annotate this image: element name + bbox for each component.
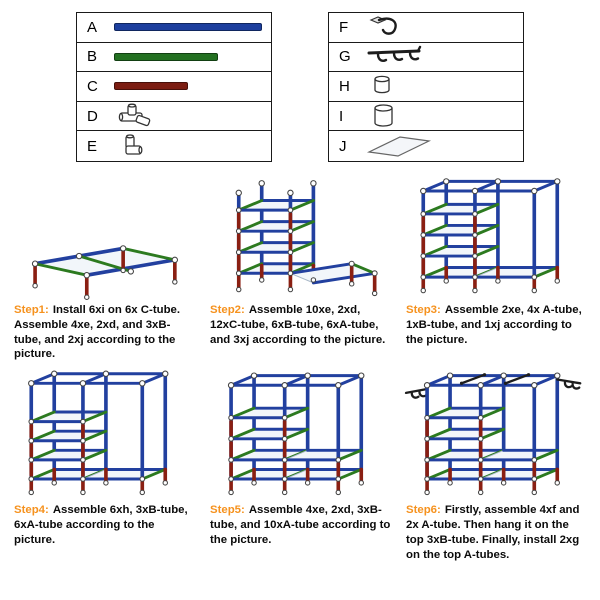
tube-b-medium-green-icon [114,52,218,61]
parts-legend: A B C D [0,0,600,162]
step-1-illustration [31,245,179,300]
part-letter-e: E [87,137,98,155]
step-5-text: Assemble 4xe, 2xd, 3xB-tube, and 10xA-tu… [210,504,391,546]
step-2-label: Step2: [210,303,245,316]
step-6-text: Firstly, assemble 4xf and 2x A-tube. The… [406,504,580,561]
step-5-cell: Step5:Assemble 4xe, 2xd, 3xB-tube, and 1… [202,368,398,553]
step-5-caption: Step5:Assemble 4xe, 2xd, 3xB-tube, and 1… [202,502,398,553]
legend-row-a: A [77,13,271,43]
shelf-panel-icon [366,136,432,157]
short-sleeve-tube-icon [374,76,390,94]
legend-row-j: J [329,131,523,161]
step-4-label: Step4: [14,504,49,517]
parts-legend-left-box: A B C D [76,12,272,162]
step-4-illustration [28,370,169,496]
step-3-label: Step3: [406,303,441,316]
step-6-caption: Step6:Firstly, assemble 4xf and 2x A-tub… [398,502,594,568]
step-5-label: Step5: [210,504,245,517]
step-3-cell: Step3:Assemble 2xe, 4x A-tube, 1xB-tube,… [398,168,594,353]
legend-row-g: G [329,43,523,73]
step-2-cell: Step2:Assemble 10xe, 2xd, 12xC-tube, 6xB… [202,168,398,353]
step-6-cell: Step6:Firstly, assemble 4xf and 2x A-tub… [398,368,594,568]
step-1-caption: Step1:Install 6xi on 6x C-tube. Assemble… [6,302,202,368]
parts-legend-right-box: F G [328,12,524,162]
step-4-cell: Step4:Assemble 6xh, 3xB-tube, 6xA-tube a… [6,368,202,553]
legend-row-h: H [329,72,523,102]
corner-connector-icon [125,134,143,155]
part-letter-j: J [339,137,347,155]
legend-row-d: D [77,102,271,132]
part-letter-i: I [339,107,344,125]
step-1-text: Install 6xi on 6x C-tube. Assemble 4xe, … [14,303,181,361]
step-2-text: Assemble 10xe, 2xd, 12xC-tube, 6xB-tube,… [210,303,386,346]
legend-row-i: I [329,102,523,132]
part-letter-a: A [87,18,98,36]
part-letter-g: G [339,48,351,66]
step-1-label: Step1: [14,303,49,316]
assembly-steps: Step1:Install 6xi on 6x C-tube. Assemble… [0,168,600,569]
part-letter-b: B [87,48,98,66]
step-3-caption: Step3:Assemble 2xe, 4x A-tube, 1xB-tube,… [398,302,594,353]
step-2-caption: Step2:Assemble 10xe, 2xd, 12xC-tube, 6xB… [202,302,398,353]
step-4-text: Assemble 6xh, 3xB-tube, 6xA-tube accordi… [14,504,188,546]
step-1-cell: Step1:Install 6xi on 6x C-tube. Assemble… [6,168,202,368]
step-3-text: Assemble 2xe, 4x A-tube, 1xB-tube, and 1… [406,303,582,346]
part-letter-c: C [87,77,98,95]
plastic-sleeve-icon [374,104,393,127]
part-letter-h: H [339,77,350,95]
part-letter-d: D [87,107,98,125]
step-4-caption: Step4:Assemble 6xh, 3xB-tube, 6xA-tube a… [6,502,202,553]
step-6-label: Step6: [406,504,441,517]
legend-row-e: E [77,131,271,161]
part-letter-f: F [339,18,349,36]
legend-row-b: B [77,43,271,73]
legend-row-c: C [77,72,271,102]
step-6-illustration [404,372,582,496]
tube-a-long-blue-icon [114,23,262,32]
legend-row-f: F [329,13,523,43]
step-5-illustration [227,372,365,496]
step-2-illustration [235,180,378,297]
three-way-connector-icon [118,103,151,127]
step-3-illustration [420,178,561,294]
tube-c-short-red-icon [114,82,188,91]
side-hook-icon [369,16,397,36]
hanger-hook-rail-icon [367,45,422,62]
